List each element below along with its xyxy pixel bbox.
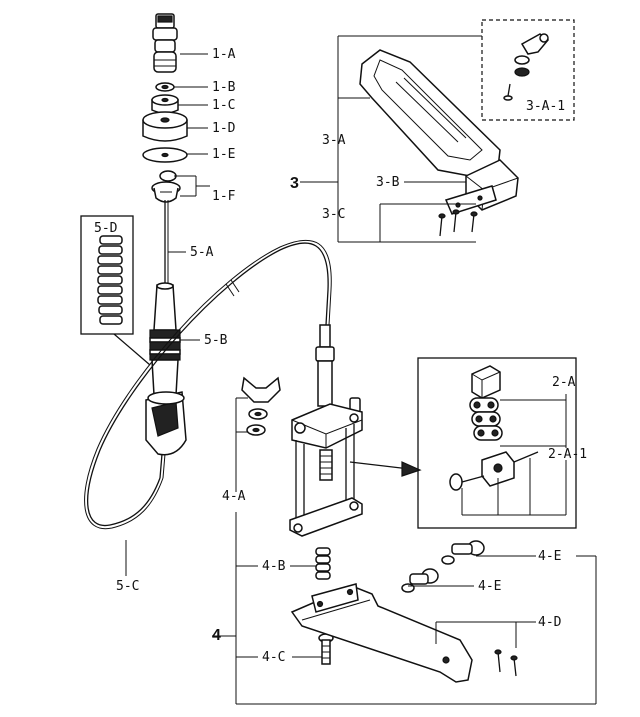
label-4d: 4-D [538, 615, 562, 630]
footboard-assembly-3 [300, 19, 575, 243]
label-4: 4 [212, 627, 221, 644]
label-1b: 1-B [212, 80, 236, 95]
label-1a: 1-A [212, 47, 236, 62]
part-5d-spring [97, 235, 123, 325]
stand-frame [289, 324, 422, 537]
clutch-assembly [142, 13, 188, 285]
left-leader-lines [125, 53, 210, 576]
part-4a-wingnut [241, 376, 281, 436]
part-1d-large-felt [142, 111, 188, 142]
label-1f: 1-F [212, 189, 236, 204]
part-2a-chain [469, 365, 503, 441]
label-5b: 5-B [204, 333, 228, 348]
chain-inset-2a [417, 357, 577, 529]
pedal-assembly-4 [212, 376, 597, 705]
part-4c-bolt [318, 633, 334, 665]
label-2a1: 2-A-1 [548, 447, 587, 462]
part-1e-washer [142, 147, 188, 163]
part-1f-clutch-nut [151, 170, 181, 203]
label-3b: 3-B [376, 175, 400, 190]
inset-3a1 [481, 19, 575, 121]
label-1d: 1-D [212, 121, 236, 136]
label-5d: 5-D [94, 221, 118, 236]
label-4c: 4-C [262, 650, 285, 665]
label-4e-bottom: 4-E [478, 579, 501, 594]
label-3c: 3-C [322, 207, 345, 222]
cable-body-assembly [145, 282, 187, 479]
label-5a: 5-A [190, 245, 214, 260]
label-4a: 4-A [222, 489, 246, 504]
callout-labels: 1-A 1-B 1-C 1-D 1-E 1-F 5-D 5-A 5-B 5-C … [94, 47, 587, 665]
part-3c-screws [438, 209, 478, 237]
part-1a-clutch-top [152, 13, 178, 73]
label-5c: 5-C [116, 579, 139, 594]
part-4e-bolt-lower [401, 568, 439, 593]
label-3: 3 [290, 175, 299, 192]
part-4b-spring [315, 547, 331, 580]
label-1c: 1-C [212, 98, 235, 113]
label-3a1: 3-A-1 [526, 99, 565, 114]
part-4e-bolt-upper [441, 540, 485, 565]
part-5c-cable [84, 239, 332, 530]
part-1c-felt [151, 94, 179, 114]
label-4b: 4-B [262, 559, 286, 574]
spring-inset-5d [80, 215, 151, 366]
part-3a-footboard [359, 49, 501, 177]
label-1e: 1-E [212, 147, 235, 162]
part-2a1-connector [449, 451, 539, 491]
part-4d-pedal [290, 583, 473, 683]
part-1b-washer [155, 82, 175, 92]
part-4d-screws [494, 649, 518, 677]
label-4e-top: 4-E [538, 549, 561, 564]
label-3a: 3-A [322, 133, 346, 148]
label-2a: 2-A [552, 375, 576, 390]
